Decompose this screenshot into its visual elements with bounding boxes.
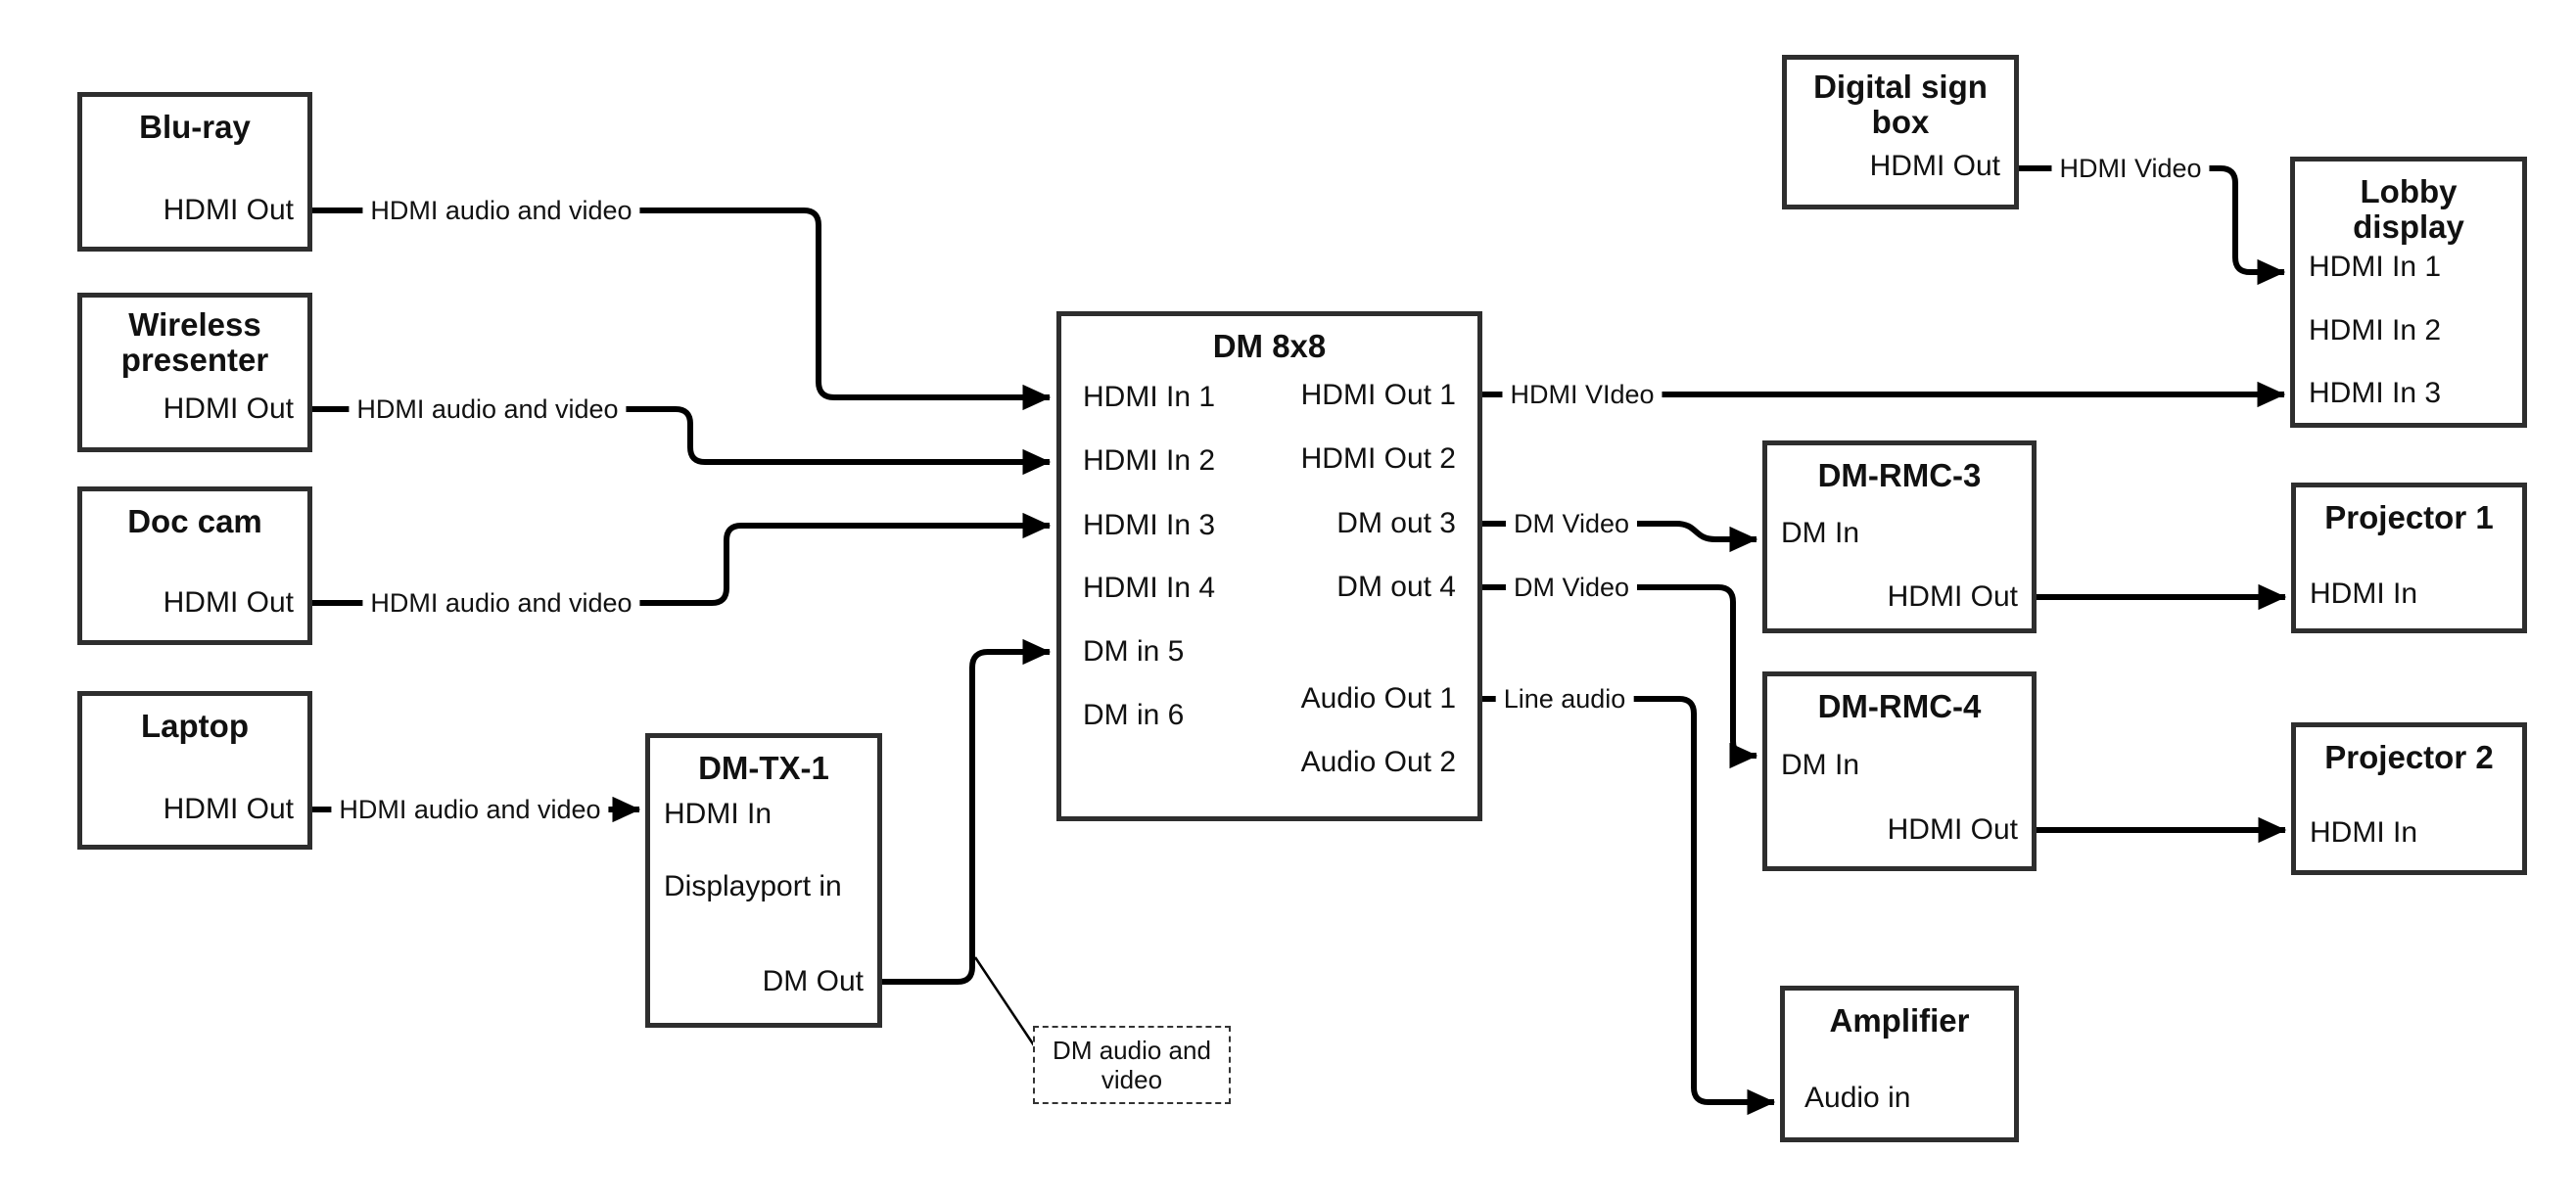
node-dm-tx-1: DM-TX-1 HDMI In Displayport in DM Out bbox=[645, 733, 882, 1028]
port-dmtx1-displayport-in: Displayport in bbox=[664, 870, 842, 902]
node-rmc3-title: DM-RMC-3 bbox=[1817, 457, 1982, 493]
wire-label-bluray: HDMI audio and video bbox=[362, 196, 640, 225]
node-rmc4-title: DM-RMC-4 bbox=[1817, 688, 1982, 724]
node-doc-cam: Doc cam HDMI Out bbox=[77, 486, 312, 645]
node-wireless-title: Wireless presenter bbox=[120, 306, 269, 378]
wire-bluray-dm8x8 bbox=[312, 208, 1052, 411]
wire-label-doccam: HDMI audio and video bbox=[362, 588, 640, 618]
wire-label-hdmi-out-1: HDMI VIdeo bbox=[1502, 380, 1663, 409]
node-dm8x8-title: DM 8x8 bbox=[1212, 328, 1327, 364]
node-laptop: Laptop HDMI Out bbox=[77, 691, 312, 850]
port-dm8x8-dm-in-6: DM in 6 bbox=[1083, 699, 1185, 731]
port-rmc3-hdmi-out: HDMI Out bbox=[1887, 580, 2018, 613]
port-lobby-hdmi-in-3: HDMI In 3 bbox=[2309, 377, 2442, 409]
port-dm8x8-dm-out-3: DM out 3 bbox=[1336, 507, 1456, 539]
node-bluray-title: Blu-ray bbox=[139, 109, 251, 145]
wire-label-wireless: HDMI audio and video bbox=[349, 394, 627, 424]
port-bluray-hdmi-out: HDMI Out bbox=[163, 194, 294, 226]
node-digital-sign-box: Digital sign box HDMI Out bbox=[1782, 55, 2019, 209]
node-projector-1: Projector 1 HDMI In bbox=[2291, 483, 2527, 633]
wire-label-dm-out-3: DM Video bbox=[1505, 509, 1638, 538]
node-doccam-title: Doc cam bbox=[127, 503, 262, 539]
node-wireless-presenter: Wireless presenter HDMI Out bbox=[77, 293, 312, 452]
callout-dm-audio-and-video: DM audio and video bbox=[1033, 1026, 1231, 1104]
port-sign-hdmi-out: HDMI Out bbox=[1869, 150, 2000, 182]
port-dmtx1-hdmi-in: HDMI In bbox=[664, 798, 773, 830]
port-dm8x8-dm-in-5: DM in 5 bbox=[1083, 635, 1185, 668]
port-dm8x8-audio-out-1: Audio Out 1 bbox=[1300, 682, 1456, 715]
node-amp-title: Amplifier bbox=[1829, 1002, 1970, 1039]
node-dm-8x8: DM 8x8 HDMI In 1 HDMI In 2 HDMI In 3 HDM… bbox=[1056, 311, 1482, 821]
node-projector-2: Projector 2 HDMI In bbox=[2291, 722, 2527, 875]
port-wireless-hdmi-out: HDMI Out bbox=[163, 393, 294, 425]
node-lobby-display: Lobby display HDMI In 1 HDMI In 2 HDMI I… bbox=[2290, 157, 2527, 428]
port-amp-audio-in: Audio in bbox=[1804, 1082, 1911, 1114]
node-dmtx1-title: DM-TX-1 bbox=[698, 750, 829, 786]
port-dm8x8-hdmi-in-1: HDMI In 1 bbox=[1083, 381, 1216, 413]
node-dm-rmc-3: DM-RMC-3 DM In HDMI Out bbox=[1762, 440, 2037, 633]
port-dm8x8-hdmi-out-1: HDMI Out 1 bbox=[1300, 379, 1456, 411]
wire-sign-lobby bbox=[2019, 165, 2286, 286]
wire-label-dm-out-4: DM Video bbox=[1505, 573, 1638, 602]
port-dm8x8-hdmi-in-4: HDMI In 4 bbox=[1083, 572, 1216, 604]
wire-dm8x8-rmc4 bbox=[1482, 584, 1758, 769]
node-dm-rmc-4: DM-RMC-4 DM In HDMI Out bbox=[1762, 671, 2037, 871]
port-rmc4-hdmi-out: HDMI Out bbox=[1887, 813, 2018, 846]
wire-label-audio-out-1: Line audio bbox=[1495, 684, 1634, 714]
wire-dm8x8-rmc3 bbox=[1482, 521, 1758, 553]
node-bluray: Blu-ray HDMI Out bbox=[77, 92, 312, 252]
wire-wireless-dm8x8 bbox=[312, 406, 1052, 476]
node-laptop-title: Laptop bbox=[141, 708, 249, 744]
node-proj2-title: Projector 2 bbox=[2324, 739, 2494, 775]
wire-dmtx1-dm8x8 bbox=[882, 638, 1052, 985]
wire-label-laptop: HDMI audio and video bbox=[331, 795, 609, 824]
wire-label-sign: HDMI Video bbox=[2051, 154, 2210, 183]
port-dmtx1-dm-out: DM Out bbox=[762, 965, 864, 997]
port-dm8x8-hdmi-out-2: HDMI Out 2 bbox=[1300, 442, 1456, 475]
callout-leader-line bbox=[973, 956, 1036, 1046]
port-rmc3-dm-in: DM In bbox=[1781, 517, 1860, 549]
node-sign-title: Digital sign box bbox=[1813, 69, 1988, 140]
port-lobby-hdmi-in-2: HDMI In 2 bbox=[2309, 314, 2442, 346]
port-dm8x8-audio-out-2: Audio Out 2 bbox=[1300, 746, 1456, 778]
wire-doccam-dm8x8 bbox=[312, 512, 1052, 606]
port-rmc4-dm-in: DM In bbox=[1781, 749, 1860, 781]
node-proj1-title: Projector 1 bbox=[2324, 499, 2494, 535]
node-amplifier: Amplifier Audio in bbox=[1780, 986, 2019, 1142]
node-lobby-title: Lobby display bbox=[2353, 173, 2464, 245]
port-dm8x8-hdmi-in-3: HDMI In 3 bbox=[1083, 509, 1216, 541]
port-doccam-hdmi-out: HDMI Out bbox=[163, 586, 294, 619]
port-dm8x8-hdmi-in-2: HDMI In 2 bbox=[1083, 444, 1216, 477]
port-laptop-hdmi-out: HDMI Out bbox=[163, 793, 294, 825]
port-proj2-hdmi-in: HDMI In bbox=[2310, 816, 2418, 849]
port-lobby-hdmi-in-1: HDMI In 1 bbox=[2309, 251, 2442, 283]
port-proj1-hdmi-in: HDMI In bbox=[2310, 577, 2418, 610]
port-dm8x8-dm-out-4: DM out 4 bbox=[1336, 571, 1456, 603]
wire-dm8x8-amp bbox=[1482, 696, 1776, 1116]
